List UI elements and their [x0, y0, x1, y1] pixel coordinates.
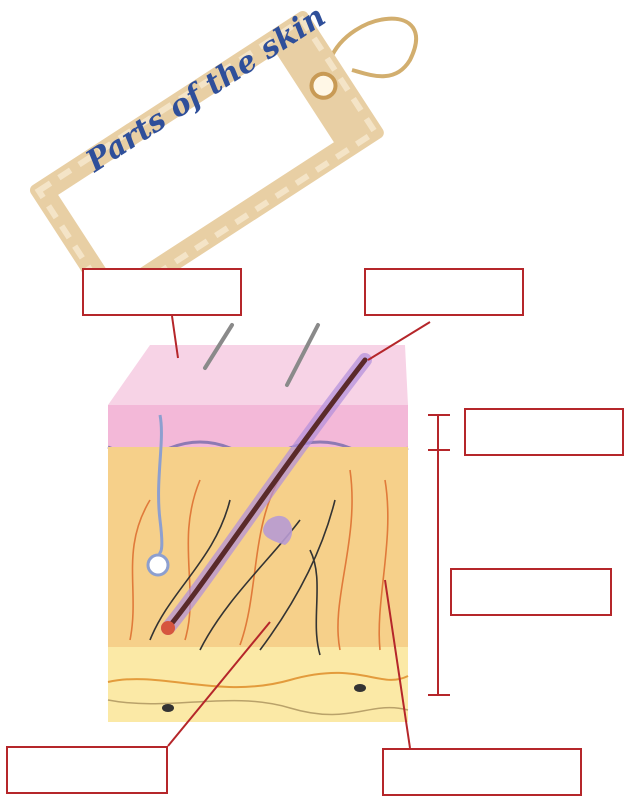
layer-bracket — [428, 415, 450, 695]
label-box-right-lower[interactable] — [450, 568, 612, 616]
hair-bulb — [161, 621, 175, 635]
label-box-bottom-left[interactable] — [6, 746, 168, 794]
label-box-top-left[interactable] — [82, 268, 242, 316]
label-box-top-right[interactable] — [364, 268, 524, 316]
skin-block — [108, 325, 408, 722]
label-box-right-upper[interactable] — [464, 408, 624, 456]
fat-cell — [354, 684, 366, 692]
fat-cell — [162, 704, 174, 712]
label-box-bottom-right[interactable] — [382, 748, 582, 796]
